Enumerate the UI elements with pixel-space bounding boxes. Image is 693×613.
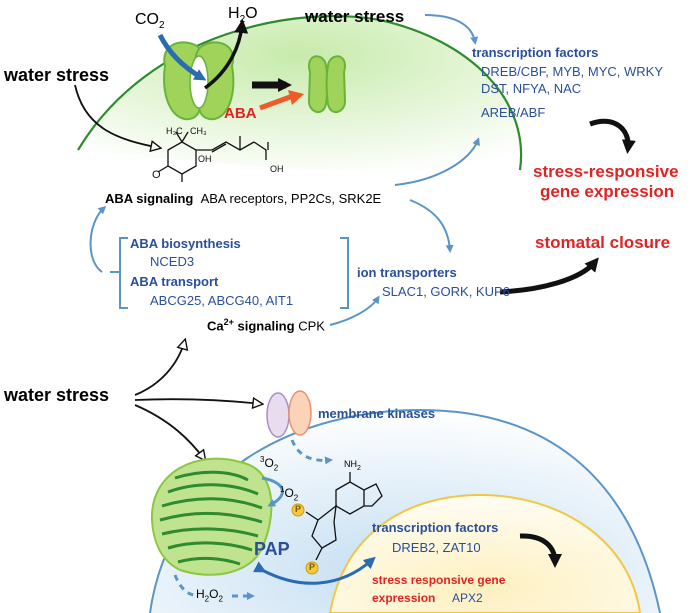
gene-expression-line1: stress-responsive — [533, 162, 679, 181]
closed-stoma — [308, 55, 346, 114]
tf-to-gene-expression-arrow — [589, 118, 636, 154]
aba-molecule — [157, 131, 269, 182]
triplet-o2-label: 3O2 — [260, 455, 279, 473]
leaf-cell-edge — [77, 15, 523, 171]
kinase-signal-arrow — [290, 439, 333, 465]
o2-conversion-arrow — [261, 476, 284, 507]
nh2-label: NH2 — [344, 459, 361, 472]
p-badge-top — [291, 503, 305, 517]
ion-transporters-genes: SLAC1, GORK, KUP6 — [382, 284, 510, 299]
stomatal-closure-label: stomatal closure — [535, 233, 671, 252]
aba-box-bracket-left — [119, 237, 128, 309]
water-stress-to-aba-arrow — [74, 84, 160, 148]
aba-label: ABA — [224, 105, 257, 122]
ca-to-ion-arrow — [329, 295, 380, 326]
water-stress-bottom-label: water stress — [4, 385, 110, 405]
aba-box-bracket-right — [340, 237, 349, 309]
p-badge-bottom-label: P — [309, 562, 316, 572]
ion-transporters-title: ion transporters — [357, 265, 457, 280]
aba-signaling-to-ion-arrow — [409, 199, 454, 253]
bottom-stress-to-chloroplast-arrow — [134, 404, 205, 460]
co2-label: CO2 — [135, 11, 165, 32]
tf-top-line2: DST, NFYA, NAC — [481, 81, 582, 96]
tf-bottom-genes: DREB2, ZAT10 — [392, 540, 481, 555]
tf-bottom-expression-line1: stress responsive gene — [372, 573, 506, 587]
membrane-kinases-label: membrane kinases — [318, 406, 436, 421]
aba-transport-title: ABA transport — [130, 274, 219, 289]
bottom-stress-to-kinase-arrow — [134, 399, 262, 404]
gene-expression-line2: gene expression — [540, 182, 675, 201]
kinase-purple — [266, 392, 290, 438]
molecule-oh1: OH — [198, 154, 212, 164]
tf-top-line3: AREB/ABF — [481, 105, 546, 120]
molecule-h3c: H₃C — [166, 126, 183, 136]
molecule-ch3: CH₃ — [190, 126, 207, 136]
pap-to-nucleus-arrow — [253, 556, 376, 585]
bottom-tf-to-expression-arrow — [519, 533, 562, 568]
h2o-label: H2O — [228, 5, 258, 26]
kinase-orange — [288, 390, 312, 436]
co2-arrow — [157, 33, 207, 81]
molecule-oh2: OH — [270, 164, 284, 174]
aba-signaling-label: ABA signaling ABA receptors, PP2Cs, SRK2… — [105, 191, 382, 206]
ca-signaling-label: Ca2+ signaling CPK — [207, 317, 325, 334]
water-stress-left-label: water stress — [4, 65, 110, 85]
water-stress-to-tf-arrow — [424, 14, 479, 45]
aba-biosynthesis-title: ABA biosynthesis — [130, 236, 241, 251]
h2o2-arrow — [173, 574, 196, 597]
aba-biosynthesis-gene: NCED3 — [150, 254, 195, 269]
nucleus — [328, 493, 642, 613]
chloroplast — [150, 457, 273, 576]
pap-molecule — [305, 472, 383, 561]
tf-top-title: transcription factors — [472, 45, 599, 60]
tf-bottom-expression-line2: expression APX2 — [372, 591, 483, 605]
water-stress-top-label: water stress — [305, 7, 405, 26]
molecule-o-label: O — [152, 169, 161, 181]
singlet-o2-label: 1O2 — [280, 485, 299, 503]
p-badge-top-label: P — [295, 504, 302, 514]
h2o-arrow — [203, 19, 249, 90]
tf-top-line1: DREB/CBF, MYB, MYC, WRKY — [481, 64, 664, 79]
h2o2-label: H2O2 — [196, 587, 223, 604]
pap-label: PAP — [254, 539, 290, 559]
ion-to-closure-arrow — [499, 257, 599, 295]
tf-bottom-title: transcription factors — [372, 520, 499, 535]
aba-transport-genes: ABCG25, ABCG40, AIT1 — [150, 293, 294, 308]
aba-arrow — [259, 94, 291, 111]
open-stoma — [163, 41, 235, 121]
bottom-stress-to-ca-arrow — [134, 340, 185, 396]
aba-signaling-to-tf-arrow — [394, 137, 480, 186]
aba-box-to-signaling-arrow — [89, 206, 107, 273]
